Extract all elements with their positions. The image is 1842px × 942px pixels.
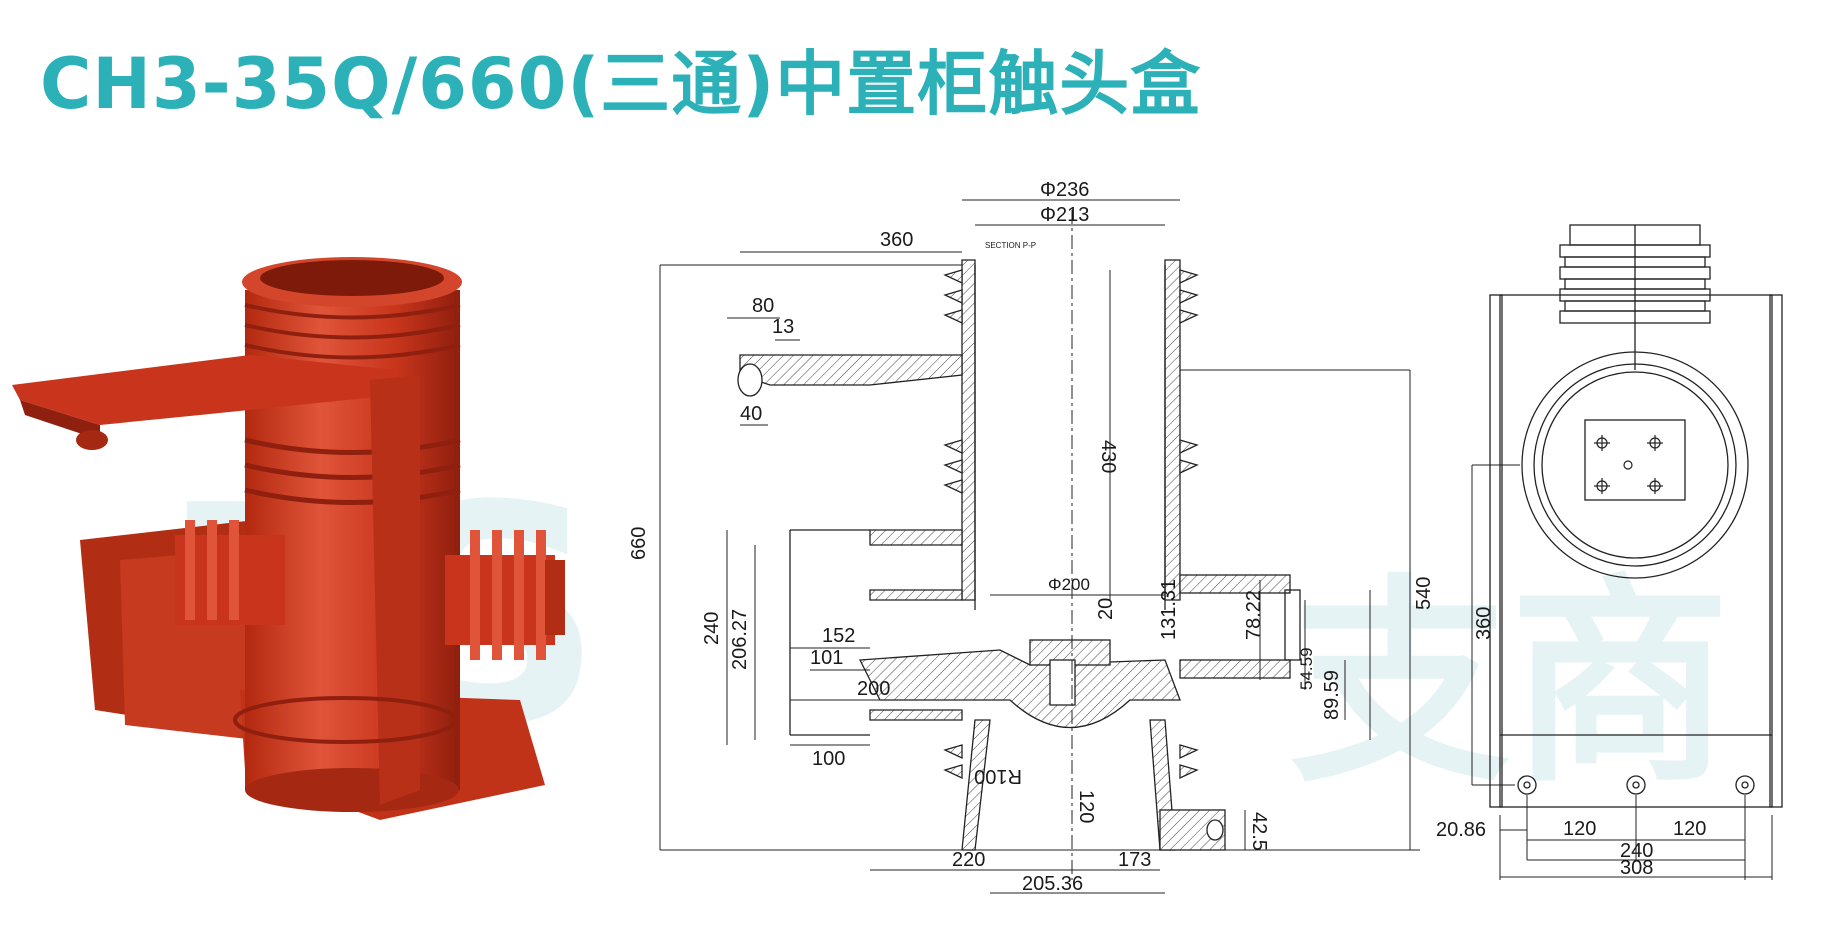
section-label: SECTION P-P [985, 241, 1036, 250]
top-arm [12, 355, 395, 425]
dim-220: 220 [952, 849, 985, 871]
right-bushing [445, 530, 565, 660]
dim-240: 240 [701, 612, 723, 645]
dim-152: 152 [822, 625, 855, 647]
dim-100: 100 [812, 748, 845, 770]
section-dimensions: Φ236 Φ213 SECTION P-P 360 80 13 40 660 4… [628, 179, 1435, 895]
page-title: CH3-35Q/660(三通)中置柜触头盒 [40, 43, 1202, 125]
dim-20: 20 [1095, 598, 1117, 620]
dim-13: 13 [772, 316, 794, 338]
dim-240-bottom: 240 [1620, 840, 1653, 862]
dim-131-31: 131.31 [1158, 579, 1180, 640]
dim-54-59: 54.59 [1297, 647, 1316, 690]
section-view [659, 199, 1420, 894]
dim-20-86: 20.86 [1436, 819, 1486, 841]
dim-360-side: 360 [1473, 607, 1495, 640]
side-view [1471, 224, 1783, 880]
dim-120-a: 120 [1563, 818, 1596, 840]
dim-205-36: 205.36 [1022, 873, 1083, 895]
dim-200: 200 [857, 678, 890, 700]
dim-430: 430 [1097, 440, 1119, 473]
watermark-cjk: 支商 [1290, 556, 1730, 812]
dim-660: 660 [628, 527, 650, 560]
dim-r100: R100 [974, 765, 1022, 787]
dim-78-22: 78.22 [1243, 590, 1265, 640]
product-photo [12, 257, 565, 820]
dim-101: 101 [810, 647, 843, 669]
side-dimensions: 360 20.86 120 120 240 308 [1436, 607, 1706, 879]
dim-120-mid: 120 [1075, 790, 1097, 823]
left-bushing [175, 520, 285, 625]
dim-42-5: 42.5 [1248, 812, 1270, 851]
dim-206-27: 206.27 [729, 609, 751, 670]
dim-120-b: 120 [1673, 818, 1706, 840]
dim-89-59: 89.59 [1321, 670, 1343, 720]
dim-540: 540 [1413, 577, 1435, 610]
dim-40: 40 [740, 403, 762, 425]
dim-80: 80 [752, 295, 774, 317]
dim-phi200: Φ200 [1048, 575, 1090, 594]
dim-360-top: 360 [880, 229, 913, 251]
dim-308: 308 [1620, 857, 1653, 879]
dim-phi236: Φ236 [1040, 179, 1089, 201]
dim-phi213: Φ213 [1040, 204, 1089, 226]
dim-173: 173 [1118, 849, 1151, 871]
